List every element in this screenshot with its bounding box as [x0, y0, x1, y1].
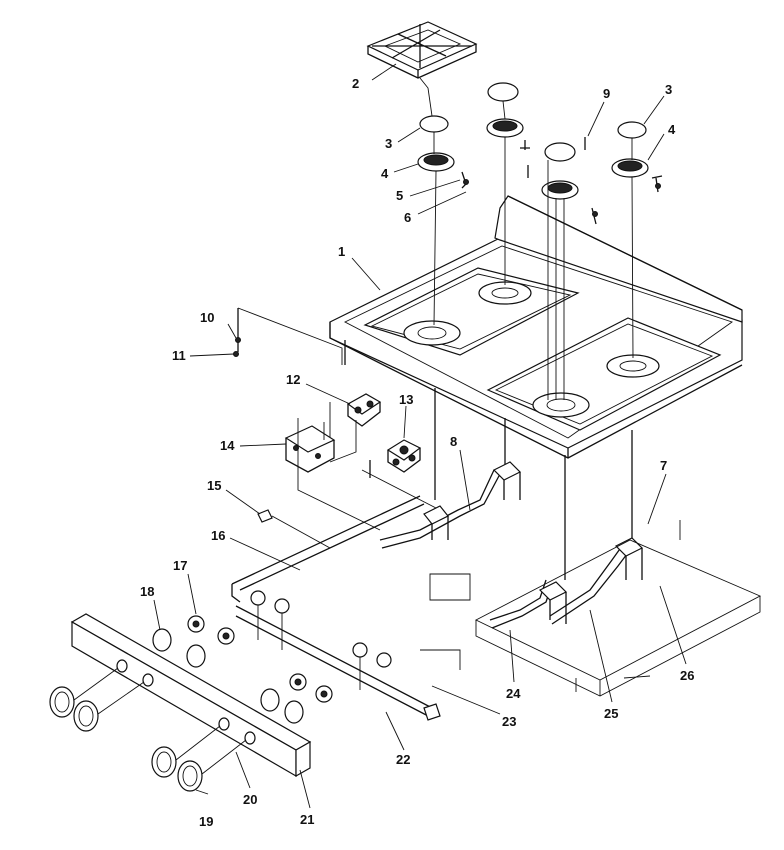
callout-3-right: 3 [665, 82, 672, 97]
spark-module [329, 393, 382, 463]
callout-18: 18 [140, 584, 154, 599]
callout-4-left: 4 [381, 166, 389, 181]
callout-2: 2 [352, 76, 359, 91]
callout-12: 12 [286, 372, 300, 387]
callout-7: 7 [660, 458, 667, 473]
mounting-bracket [284, 418, 437, 531]
callout-25: 25 [604, 706, 618, 721]
callout-23: 23 [502, 714, 516, 729]
callout-24: 24 [506, 686, 521, 701]
callout-19: 19 [199, 814, 213, 829]
igniters-screws [461, 137, 663, 225]
callout-26: 26 [680, 668, 694, 683]
alignment-lines [419, 77, 634, 400]
callout-15: 15 [207, 478, 221, 493]
callout-1: 1 [338, 244, 345, 259]
manifold-valves [187, 590, 392, 703]
callout-22: 22 [396, 752, 410, 767]
burner-grate [366, 21, 478, 79]
callout-17: 17 [173, 558, 187, 573]
leader-lines [153, 63, 687, 809]
callout-4-right: 4 [668, 122, 676, 137]
callout-14: 14 [220, 438, 235, 453]
callouts: 1 2 3 3 4 4 5 6 7 8 9 10 11 12 13 14 15 … [140, 76, 694, 829]
callout-11: 11 [172, 348, 186, 363]
valve-assembly [369, 439, 422, 478]
callout-9: 9 [603, 86, 610, 101]
burner-heads [417, 118, 649, 200]
callout-13: 13 [399, 392, 413, 407]
callout-10: 10 [200, 310, 214, 325]
main-top [329, 195, 743, 580]
callout-21: 21 [300, 812, 314, 827]
control-knobs [49, 667, 247, 792]
callout-8: 8 [450, 434, 457, 449]
burner-caps [419, 82, 647, 162]
callout-16: 16 [211, 528, 225, 543]
callout-3-left: 3 [385, 136, 392, 151]
manifold [231, 461, 762, 721]
control-panel [70, 613, 312, 778]
left-bracket [233, 307, 343, 365]
callout-20: 20 [243, 792, 257, 807]
callout-6: 6 [404, 210, 411, 225]
callout-5: 5 [396, 188, 403, 203]
